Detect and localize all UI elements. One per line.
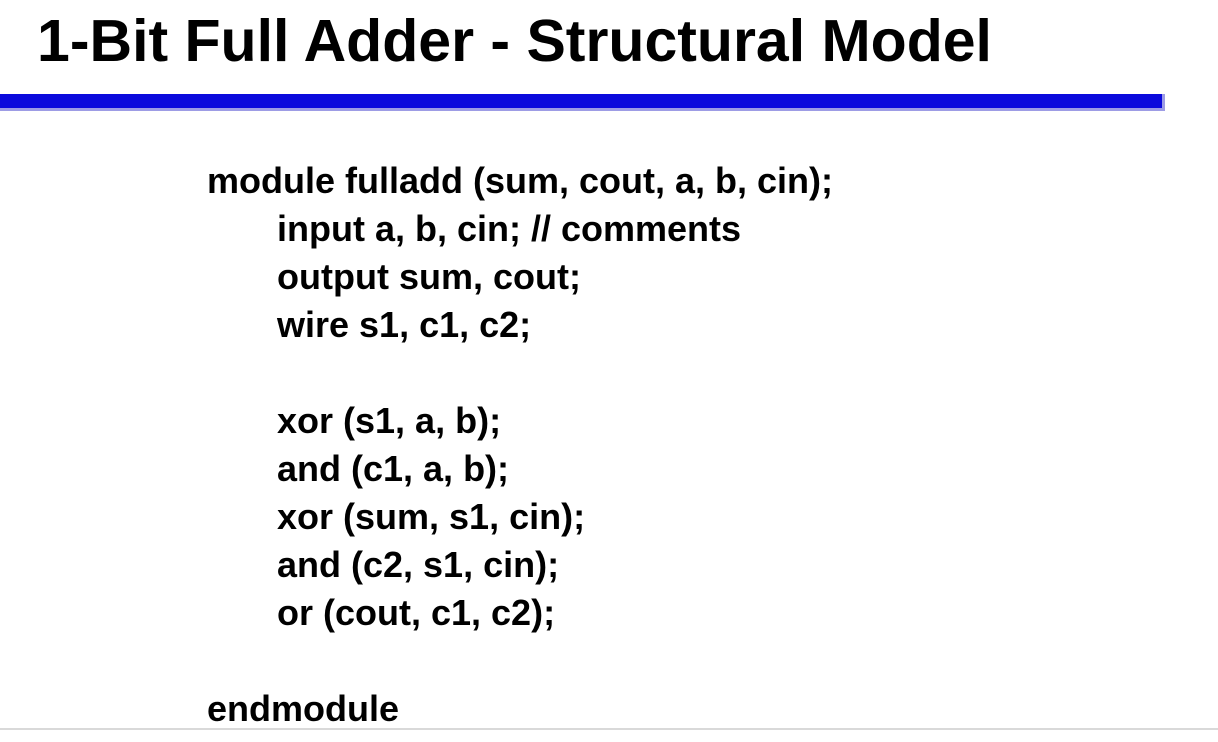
code-line-blank — [207, 349, 833, 397]
code-line-xor-s1: xor (s1, a, b); — [277, 400, 502, 441]
code-line-or-cout: or (cout, c1, c2); — [277, 592, 556, 633]
code-line-output: output sum, cout; — [277, 256, 581, 297]
code-line-and-c1: and (c1, a, b); — [277, 448, 510, 489]
code-line-input: input a, b, cin; // comments — [277, 208, 742, 249]
title-divider-bar — [0, 94, 1165, 111]
code-line-blank — [207, 637, 833, 685]
code-line-xor-sum: xor (sum, s1, cin); — [277, 496, 586, 537]
code-line-wire: wire s1, c1, c2; — [277, 304, 532, 345]
page-bottom-border — [0, 728, 1218, 730]
code-line-module: module fulladd (sum, cout, a, b, cin); — [207, 160, 834, 201]
code-line-endmodule: endmodule — [207, 688, 400, 729]
code-line-and-c2: and (c2, s1, cin); — [277, 544, 560, 585]
slide-title: 1-Bit Full Adder - Structural Model — [37, 8, 992, 74]
verilog-code-block: module fulladd (sum, cout, a, b, cin); i… — [207, 157, 833, 733]
